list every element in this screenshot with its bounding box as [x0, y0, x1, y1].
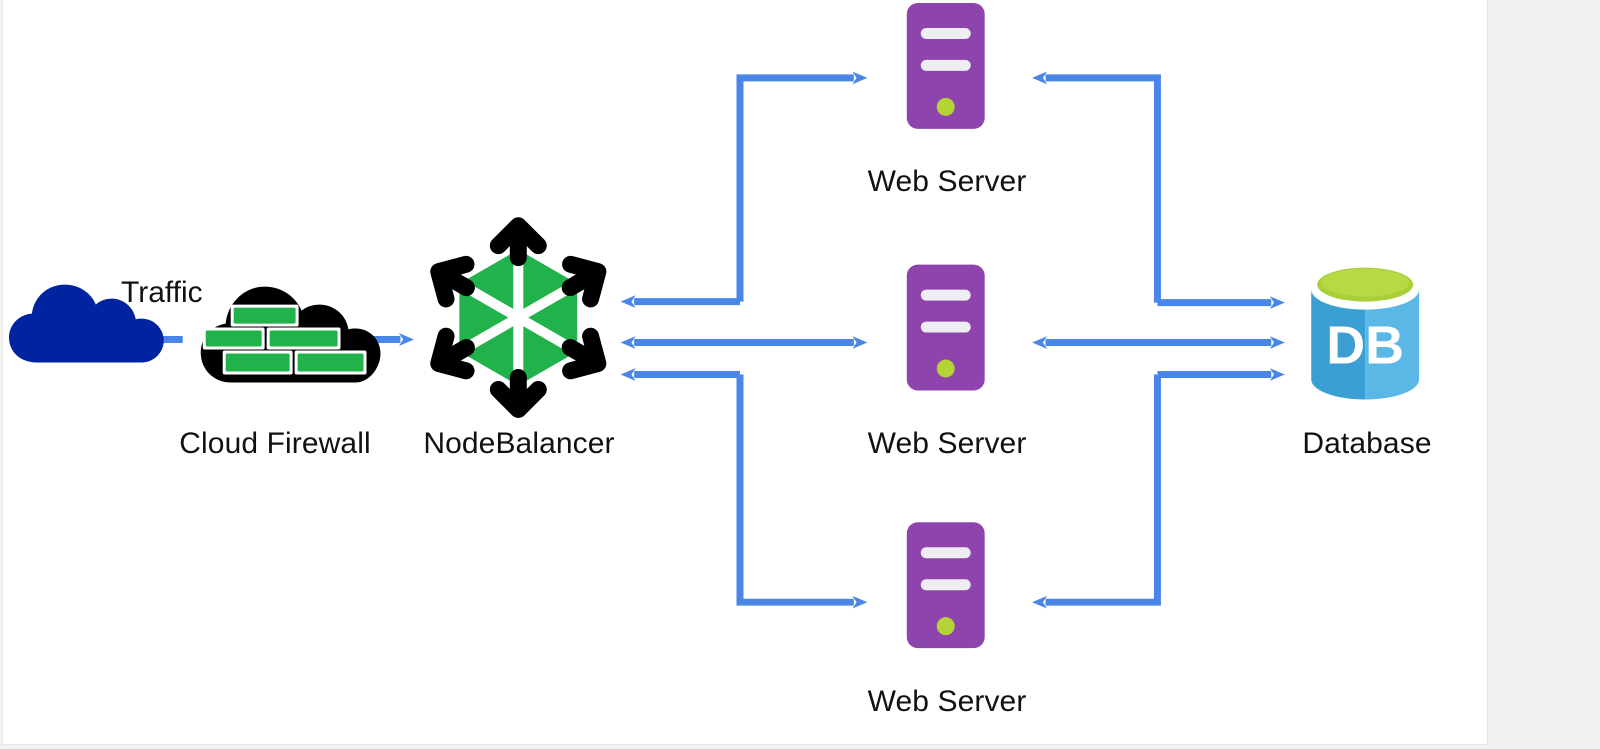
cloud-firewall-label: Cloud Firewall — [179, 427, 371, 460]
web-server-2-label: Web Server — [867, 427, 1027, 460]
web-server-3-label: Web Server — [867, 685, 1027, 718]
cloud-icon — [8, 284, 164, 363]
edge-nodebalancer-to-webserver-3 — [736, 374, 868, 609]
nodebalancer-label: NodeBalancer — [423, 427, 615, 460]
firewall-bricks-icon — [202, 304, 367, 375]
nodebalancer-icon — [430, 217, 607, 418]
traffic-label: Traffic — [121, 276, 203, 309]
web-server-icon — [906, 264, 985, 391]
cloud-firewall-icon — [200, 286, 381, 383]
diagram-canvas: DB Traffic Cloud Firewall NodeBalancer W… — [2, 0, 1488, 745]
edge-database-to-webserver-1 — [1032, 71, 1161, 303]
web-server-icon — [906, 2, 985, 129]
edge-nodebalancer-to-webserver-1 — [736, 71, 868, 302]
database-icon: DB — [1311, 267, 1420, 400]
web-server-icon — [906, 522, 985, 649]
architecture-diagram: DB — [8, 2, 1420, 649]
edge-database-to-webserver-3 — [1032, 374, 1161, 609]
database-label: Database — [1302, 427, 1432, 460]
web-server-1-label: Web Server — [867, 165, 1027, 198]
database-glyph-text: DB — [1326, 316, 1404, 376]
